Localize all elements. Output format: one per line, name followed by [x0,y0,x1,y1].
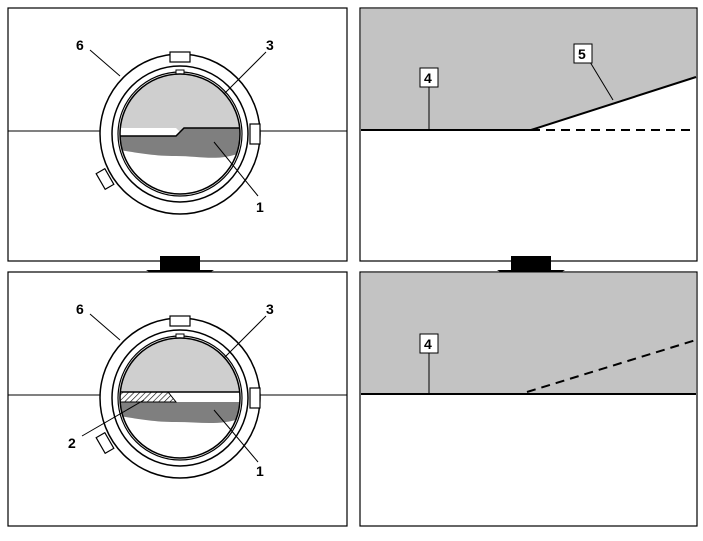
callout-2: 2 [68,435,76,451]
callout-3: 3 [266,37,274,53]
panel-beam-before: 4 5 [359,7,698,262]
callout-4: 4 [424,336,432,352]
callout-6: 6 [76,37,84,53]
panel-beam-after: 4 [359,271,698,527]
callout-5: 5 [578,46,586,62]
lens-view [120,338,240,458]
callout-3: 3 [266,301,274,317]
callout-1: 1 [256,199,264,215]
callout-4: 4 [424,70,432,86]
callout-6: 6 [76,301,84,317]
panel-ring-after: 6 3 2 1 [7,271,348,527]
callout-1: 1 [256,463,264,479]
panel-ring-before: 6 3 1 [7,7,348,262]
lens-view [120,74,240,194]
